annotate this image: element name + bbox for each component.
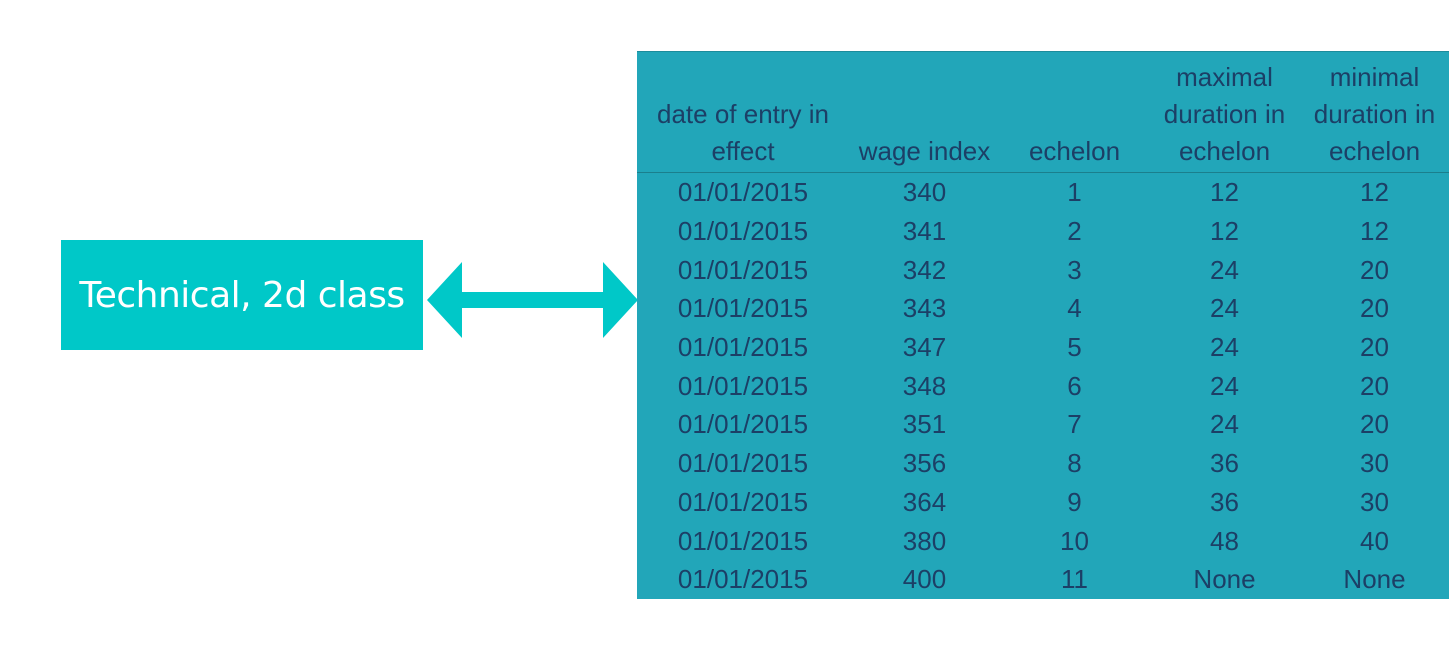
min-duration-cell: 20 (1360, 370, 1389, 401)
max-duration-cell: 24 (1210, 254, 1239, 285)
date-cell: 01/01/2015 (677, 448, 809, 479)
max-duration-cell: 24 (1210, 293, 1239, 324)
wage-table-panel: date of entry in effect wage index echel… (637, 51, 1449, 599)
echelon-cell: 4 (1067, 293, 1082, 324)
table-row: 01/01/2015 342 3 24 20 (637, 250, 1449, 289)
wage-index-cell: 356 (902, 448, 947, 479)
table-row: 01/01/2015 341 2 12 12 (637, 212, 1449, 251)
echelon-cell: 5 (1067, 332, 1082, 363)
max-duration-cell: 36 (1210, 448, 1239, 479)
min-duration-cell: 20 (1360, 254, 1389, 285)
wage-index-cell: 351 (902, 409, 947, 440)
double-arrow-shape (427, 262, 638, 338)
echelon-cell: 8 (1067, 448, 1082, 479)
table-row: 01/01/2015 340 1 12 12 (637, 173, 1449, 212)
table-row: 01/01/2015 364 9 36 30 (637, 483, 1449, 522)
min-duration-cell: 40 (1360, 525, 1389, 556)
max-duration-cell: 24 (1210, 409, 1239, 440)
table-row: 01/01/2015 347 5 24 20 (637, 328, 1449, 367)
table-row: 01/01/2015 356 8 36 30 (637, 444, 1449, 483)
table-row: 01/01/2015 348 6 24 20 (637, 366, 1449, 405)
echelon-cell: 11 (1061, 564, 1088, 595)
min-duration-cell: None (1343, 564, 1406, 595)
header-wage-index: wage index (849, 52, 1000, 173)
date-cell: 01/01/2015 (677, 409, 809, 440)
max-duration-cell: 36 (1210, 486, 1239, 517)
min-duration-cell: 20 (1360, 409, 1389, 440)
max-duration-cell: 12 (1210, 216, 1239, 247)
wage-index-cell: 400 (902, 564, 947, 595)
min-duration-cell: 12 (1360, 216, 1389, 247)
wage-index-cell: 347 (902, 332, 947, 363)
date-cell: 01/01/2015 (677, 564, 809, 595)
max-duration-cell: 12 (1210, 177, 1239, 208)
max-duration-cell: 48 (1210, 525, 1239, 556)
double-arrow-icon (427, 262, 638, 338)
echelon-cell: 10 (1060, 525, 1089, 556)
echelon-cell: 2 (1067, 216, 1082, 247)
header-minimal-duration: minimal duration in echelon (1300, 52, 1449, 173)
min-duration-cell: 30 (1360, 486, 1389, 517)
min-duration-cell: 20 (1360, 293, 1389, 324)
wage-index-cell: 343 (902, 293, 947, 324)
min-duration-cell: 12 (1360, 177, 1389, 208)
table-row: 01/01/2015 351 7 24 20 (637, 405, 1449, 444)
echelon-cell: 9 (1067, 486, 1082, 517)
table-row: 01/01/2015 380 10 48 40 (637, 521, 1449, 560)
table-row: 01/01/2015 343 4 24 20 (637, 289, 1449, 328)
date-cell: 01/01/2015 (677, 370, 809, 401)
echelon-cell: 1 (1067, 177, 1082, 208)
date-cell: 01/01/2015 (677, 254, 809, 285)
wage-table: date of entry in effect wage index echel… (637, 52, 1449, 599)
max-duration-cell: 24 (1210, 370, 1239, 401)
wage-index-cell: 341 (902, 216, 947, 247)
wage-index-cell: 348 (902, 370, 947, 401)
date-cell: 01/01/2015 (677, 525, 809, 556)
wage-index-cell: 340 (902, 177, 947, 208)
min-duration-cell: 30 (1360, 448, 1389, 479)
wage-index-cell: 380 (902, 525, 947, 556)
min-duration-cell: 20 (1360, 332, 1389, 363)
date-cell: 01/01/2015 (677, 486, 809, 517)
wage-index-cell: 342 (902, 254, 947, 285)
header-echelon: echelon (1000, 52, 1149, 173)
max-duration-cell: 24 (1210, 332, 1239, 363)
echelon-cell: 7 (1067, 409, 1082, 440)
echelon-cell: 6 (1067, 370, 1082, 401)
wage-index-cell: 364 (902, 486, 947, 517)
echelon-cell: 3 (1067, 254, 1082, 285)
max-duration-cell: None (1193, 564, 1256, 595)
table-row: 01/01/2015 400 11 None None (637, 560, 1449, 599)
header-maximal-duration: maximal duration in echelon (1149, 52, 1300, 173)
date-cell: 01/01/2015 (677, 216, 809, 247)
date-cell: 01/01/2015 (677, 293, 809, 324)
class-label-box: Technical, 2d class (61, 240, 423, 350)
header-date-of-entry: date of entry in effect (637, 52, 849, 173)
date-cell: 01/01/2015 (677, 177, 809, 208)
table-header-row: date of entry in effect wage index echel… (637, 52, 1449, 173)
class-label-text: Technical, 2d class (79, 274, 405, 316)
date-cell: 01/01/2015 (677, 332, 809, 363)
